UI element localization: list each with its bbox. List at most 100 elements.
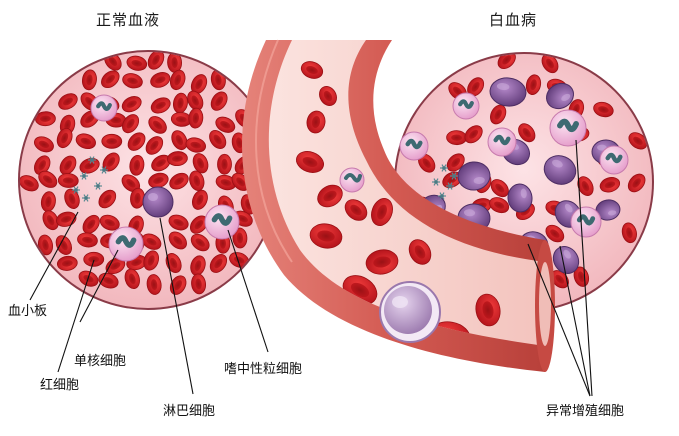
red-blood-cell bbox=[168, 231, 187, 250]
platelet bbox=[94, 182, 102, 190]
red-blood-cell bbox=[169, 172, 189, 190]
red-blood-cell bbox=[102, 152, 120, 172]
red-blood-cell bbox=[185, 137, 207, 153]
red-blood-cell bbox=[408, 239, 432, 265]
red-blood-cell bbox=[446, 153, 465, 172]
red-blood-cell bbox=[33, 155, 51, 175]
red-blood-cell bbox=[147, 52, 165, 70]
red-blood-cell bbox=[309, 223, 343, 249]
white-blood-cell bbox=[549, 109, 587, 147]
red-blood-cell bbox=[42, 210, 59, 231]
red-blood-cell bbox=[172, 92, 188, 114]
abnormal-cell bbox=[457, 161, 491, 191]
red-blood-cell bbox=[105, 257, 126, 275]
platelet bbox=[438, 192, 446, 200]
red-blood-cell bbox=[35, 111, 56, 127]
red-blood-cell bbox=[489, 197, 510, 214]
red-blood-cell bbox=[169, 275, 187, 295]
red-blood-cell bbox=[148, 172, 169, 189]
lymphocyte-vessel bbox=[379, 281, 441, 343]
red-blood-cell bbox=[81, 69, 97, 91]
red-blood-cell bbox=[148, 116, 167, 134]
red-blood-cell bbox=[129, 154, 145, 176]
red-blood-cell bbox=[33, 136, 54, 153]
red-blood-cell bbox=[55, 211, 77, 227]
red-blood-cell bbox=[217, 153, 232, 175]
red-blood-cell bbox=[101, 133, 123, 149]
red-blood-cell bbox=[143, 250, 160, 271]
red-blood-cell bbox=[58, 93, 78, 110]
red-blood-cell bbox=[446, 130, 467, 146]
abnormal-cell bbox=[546, 82, 574, 110]
normal-blood-circle bbox=[18, 50, 278, 310]
red-blood-cell bbox=[38, 170, 58, 188]
platelets-leukemia bbox=[432, 164, 458, 200]
red-blood-cell bbox=[57, 173, 79, 188]
red-blood-cell bbox=[145, 136, 164, 155]
red-blood-cell bbox=[545, 224, 565, 243]
neutrophil-label: 嗜中性粒细胞 bbox=[224, 362, 303, 377]
red-blood-cell bbox=[518, 123, 536, 143]
red-blood-cell bbox=[475, 293, 501, 327]
red-blood-cell bbox=[99, 214, 120, 231]
abnormal-cell bbox=[489, 77, 527, 107]
red-blood-cell bbox=[209, 254, 228, 273]
platelet bbox=[432, 178, 440, 186]
red-blood-cell bbox=[168, 214, 189, 231]
red-blood-cell bbox=[75, 133, 96, 150]
red-blood-cell bbox=[371, 198, 393, 226]
red-blood-cell bbox=[191, 273, 207, 295]
red-blood-cell bbox=[126, 55, 148, 71]
red-blood-cell bbox=[98, 189, 117, 209]
monocyte-label: 单核细胞 bbox=[74, 354, 127, 369]
red-blood-cell bbox=[82, 214, 100, 234]
abnormal-cell bbox=[543, 155, 577, 185]
red-blood-cell bbox=[83, 251, 105, 267]
abnormal-cell-label: 异常增殖细胞 bbox=[546, 404, 625, 419]
red-blood-cell bbox=[210, 91, 228, 111]
platelet bbox=[446, 182, 454, 190]
red-blood-cell bbox=[232, 227, 248, 249]
red-blood-cell bbox=[171, 130, 188, 151]
platelet bbox=[80, 172, 88, 180]
white-blood-cell bbox=[452, 92, 480, 120]
white-blood-cell bbox=[108, 226, 144, 262]
red-blood-cell bbox=[365, 249, 399, 275]
red-blood-cell bbox=[317, 184, 343, 208]
platelet bbox=[88, 156, 96, 164]
red-blood-cell bbox=[190, 74, 208, 94]
red-blood-cell bbox=[525, 74, 542, 95]
red-blood-cell bbox=[300, 61, 324, 79]
red-blood-cell bbox=[215, 116, 236, 133]
red-blood-cell bbox=[229, 252, 250, 268]
red-blood-cell bbox=[121, 96, 142, 113]
red-blood-cell bbox=[56, 255, 78, 271]
leader-lines bbox=[29, 139, 593, 397]
red-blood-cell bbox=[64, 188, 80, 209]
abnormal-cell bbox=[507, 183, 533, 213]
red-blood-cell bbox=[150, 72, 171, 88]
platelet bbox=[82, 194, 90, 202]
red-blood-cell bbox=[621, 222, 637, 244]
red-blood-cell bbox=[141, 233, 162, 250]
white-blood-cell bbox=[570, 206, 602, 238]
red-blood-cell bbox=[599, 177, 621, 193]
red-blood-cell bbox=[192, 153, 209, 174]
red-cell-label: 红细胞 bbox=[40, 378, 80, 393]
red-blood-cell bbox=[150, 97, 171, 114]
lymphocyte-normal bbox=[142, 186, 174, 218]
red-blood-cell bbox=[593, 101, 614, 118]
red-blood-cell bbox=[122, 73, 143, 89]
red-blood-cell bbox=[490, 179, 509, 198]
white-blood-cell bbox=[487, 127, 517, 157]
red-blood-cell bbox=[20, 175, 39, 192]
platelet-label: 血小板 bbox=[8, 304, 48, 319]
red-blood-cell bbox=[189, 215, 208, 234]
white-cells-normal bbox=[90, 94, 240, 262]
red-blood-cell bbox=[627, 173, 646, 193]
white-blood-cell bbox=[399, 131, 429, 161]
leukemia-title: 白血病 bbox=[489, 11, 538, 29]
red-blood-cell bbox=[101, 70, 120, 89]
platelets-normal bbox=[72, 156, 108, 202]
